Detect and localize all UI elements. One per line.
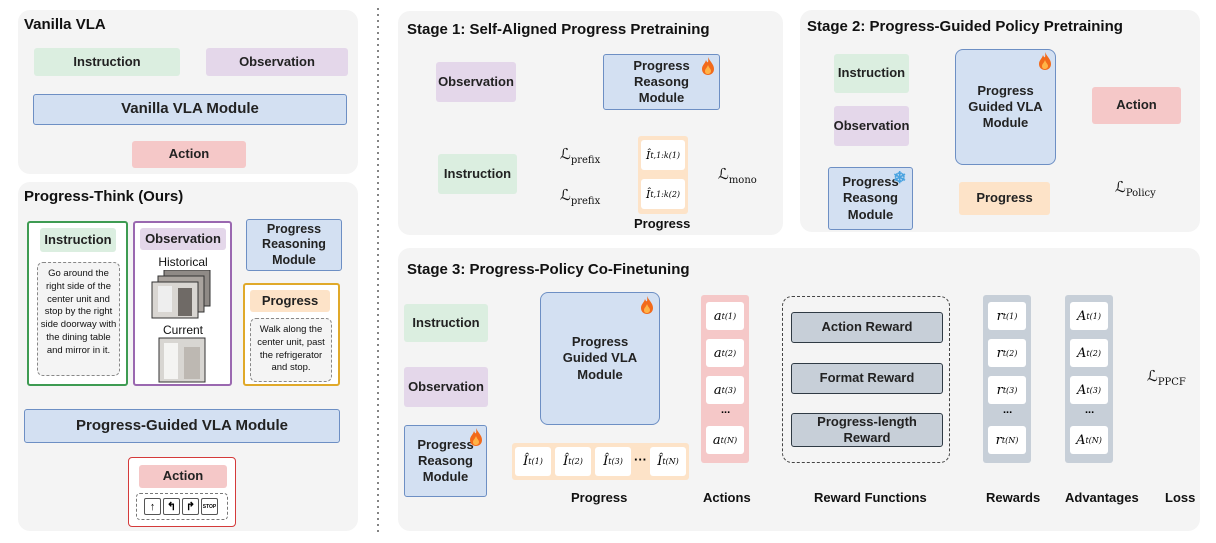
loss-ppcf-label: PPCF (1157, 377, 1186, 388)
turn-right-icon: ↱ (182, 498, 199, 515)
loss-prefix-top: ℒprefix (560, 145, 601, 166)
current-frame-image (158, 337, 206, 383)
instruction-box: Instruction (34, 48, 180, 76)
loss-ppcf: ℒPPCF (1147, 367, 1186, 388)
reward-functions-label: Reward Functions (814, 490, 927, 505)
progress-label: Progress (634, 216, 691, 231)
panel-title: Stage 2: Progress-Guided Policy Pretrain… (807, 18, 1123, 35)
progress-length-reward-box: Progress-length Reward (791, 413, 943, 447)
snowflake-icon: ❄ (893, 170, 907, 187)
fire-icon (470, 428, 482, 446)
ellipsis: ... (721, 404, 731, 416)
panel-title: Stage 1: Self-Aligned Progress Pretraini… (407, 21, 710, 38)
instruction-text: Go around the right side of the center u… (40, 268, 117, 356)
fire-icon (702, 57, 714, 75)
progress-header: Progress (250, 290, 330, 312)
ellipsis: ... (1085, 404, 1095, 416)
ellipsis: ··· (634, 452, 647, 467)
instruction-box: Instruction (834, 54, 909, 93)
panel-title: Progress-Think (Ours) (24, 188, 184, 205)
vanilla-vla-module: Vanilla VLA Module (33, 94, 347, 125)
observation-header: Observation (140, 228, 226, 250)
loss-mono-label: mono (728, 175, 757, 186)
progress-reasoning-module: Progress Reasong Module (603, 54, 720, 110)
loss-policy-label: Policy (1125, 188, 1156, 199)
turn-left-icon: ↰ (163, 498, 180, 515)
loss-label: Loss (1165, 490, 1196, 505)
loss-prefix-label: prefix (570, 196, 601, 207)
observation-box: Observation (206, 48, 348, 76)
instruction-box: Instruction (438, 154, 517, 194)
action-header: Action (139, 465, 227, 488)
loss-policy: ℒPolicy (1115, 178, 1156, 199)
progress-reasoning-module: Progress Reasong Module (828, 167, 913, 230)
advantages-label: Advantages (1065, 490, 1139, 505)
loss-mono: ℒmono (718, 165, 757, 186)
stage1-panel: Stage 1: Self-Aligned Progress Pretraini… (398, 11, 783, 235)
action-box: Action (132, 141, 246, 168)
progress-reasoning-module: Progress Reasong Module (404, 425, 487, 497)
current-label: Current (162, 323, 203, 337)
instruction-header: Instruction (40, 228, 116, 252)
progress-guided-vla-module: Progress Guided VLA Module (540, 292, 660, 425)
rewards-label: Rewards (986, 490, 1041, 505)
ellipsis: ... (1003, 404, 1013, 416)
action-box: Action (1092, 87, 1181, 124)
progress-label: Progress (571, 490, 628, 505)
progress-text: Walk along the center unit, past the ref… (257, 324, 325, 374)
forward-arrow-icon: ↑ (144, 498, 161, 515)
historical-frames-image (151, 270, 211, 319)
observation-box: Observation (436, 62, 516, 102)
loss-prefix-bottom: ℒprefix (560, 186, 601, 207)
progress-box: Progress (959, 182, 1050, 215)
fire-icon (641, 296, 653, 314)
observation-box: Observation (834, 106, 909, 146)
progress-text-box (250, 318, 332, 382)
action-reward-box: Action Reward (791, 312, 943, 343)
progress-guided-vla-module: Progress Guided VLA Module (955, 49, 1056, 165)
action-icons-group (136, 493, 228, 520)
reward-functions-group (782, 296, 950, 463)
panel-title: Stage 3: Progress-Policy Co-Finetuning (407, 261, 690, 278)
stop-icon: STOP (201, 498, 218, 515)
actions-label: Actions (703, 490, 751, 505)
observation-box: Observation (404, 367, 488, 407)
format-reward-box: Format Reward (791, 363, 943, 394)
panel-title: Vanilla VLA (24, 16, 106, 33)
fire-icon (1039, 52, 1051, 70)
instruction-text-box (37, 262, 120, 376)
instruction-box: Instruction (404, 304, 488, 342)
progress-reasoning-module: Progress Reasoning Module (246, 219, 342, 271)
progress-guided-vla-module: Progress-Guided VLA Module (24, 409, 340, 443)
historical-label: Historical (158, 255, 208, 269)
loss-prefix-label: prefix (570, 155, 601, 166)
